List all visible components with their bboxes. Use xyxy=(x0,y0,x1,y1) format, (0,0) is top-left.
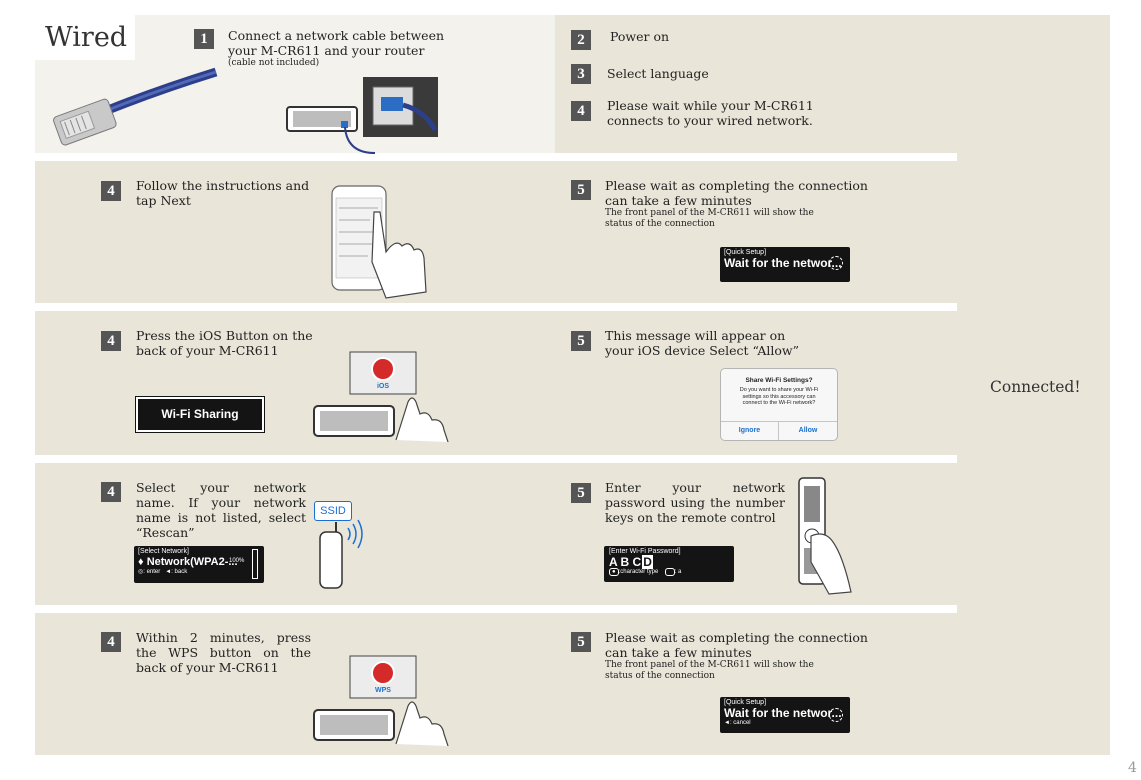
row-separator xyxy=(35,153,957,161)
row-separator xyxy=(35,455,957,463)
allow-button[interactable]: Allow xyxy=(798,427,818,434)
lcd-main: Wait for the networ... xyxy=(724,706,842,720)
lcd-main: Wait for the networ... xyxy=(724,256,842,270)
page-number: 4 xyxy=(1128,760,1137,776)
lcd-enter-hint: : enter xyxy=(143,569,161,575)
row5-left-text: Within 2 minutes, press the WPS button o… xyxy=(136,630,311,675)
password-cursor: D xyxy=(642,555,653,569)
step-number: 4 xyxy=(101,482,121,502)
step-number: 5 xyxy=(571,483,591,503)
signal-percent: 100% xyxy=(229,558,245,564)
dialog-title: Share Wi-Fi Settings? xyxy=(745,377,813,384)
step-number: 5 xyxy=(571,180,591,200)
spinner-icon xyxy=(829,256,843,270)
enter-knob-icon: ◎ xyxy=(138,569,144,575)
step-text: Please wait as completing the connection… xyxy=(605,630,868,660)
dialog-button-row: Ignore Allow xyxy=(721,421,837,440)
row4-right-text: Enter your network password using the nu… xyxy=(605,480,785,525)
wired-step4-text: Please wait while your M-CR611 connects … xyxy=(607,98,814,128)
scrollbar xyxy=(252,549,258,579)
step-text: Connect a network cable between your M-C… xyxy=(228,28,445,58)
key-icon: ● xyxy=(609,568,619,576)
step-note: The front panel of the M-CR611 will show… xyxy=(605,660,814,681)
lcd-main: ♦ Network(WPA2-... xyxy=(138,556,260,569)
router-wifi-icon xyxy=(319,519,363,589)
lcd-back-hint: ◄: back xyxy=(165,569,188,575)
row-separator xyxy=(35,303,957,311)
mode-hint: : a xyxy=(674,569,682,575)
button-label: Wi-Fi Sharing xyxy=(161,407,239,421)
dialog-body: Do you want to share your Wi-Fi settings… xyxy=(739,387,819,406)
ios-button-illustration: iOS xyxy=(313,351,449,442)
wps-button-illustration: WPS xyxy=(313,655,449,746)
step-number: 4 xyxy=(101,181,121,201)
step-number: 4 xyxy=(571,101,591,121)
svg-text:iOS: iOS xyxy=(377,383,389,390)
ignore-button[interactable]: Ignore xyxy=(721,422,779,440)
char-type-hint: :character type xyxy=(618,569,659,575)
step-number: 2 xyxy=(571,30,591,50)
step-number: 3 xyxy=(571,64,591,84)
wired-title: Wired xyxy=(45,22,128,53)
phone-tap-illustration xyxy=(331,185,427,299)
step-note: The front panel of the M-CR611 will show… xyxy=(605,208,814,229)
front-panel-display: [Quick Setup] Wait for the networ... xyxy=(720,247,850,282)
step-text: Please wait as completing the connection… xyxy=(605,178,868,208)
share-wifi-dialog: Share Wi-Fi Settings? Do you want to sha… xyxy=(720,368,838,441)
wired-title-box xyxy=(35,15,135,60)
row3-right-text: This message will appear on your iOS dev… xyxy=(605,328,799,358)
lcd-header: [Quick Setup] xyxy=(724,249,767,256)
network-icon: ♦ xyxy=(138,556,144,568)
device-router-illustration xyxy=(286,77,438,154)
lcd-header: [Select Network] xyxy=(138,548,189,555)
step-number: 1 xyxy=(194,29,214,49)
wifi-sharing-button[interactable]: Wi-Fi Sharing xyxy=(135,396,265,433)
password-chars: A B C xyxy=(609,555,642,569)
row2-left-text: Follow the instructions and tap Next xyxy=(136,178,310,208)
step-number: 5 xyxy=(571,632,591,652)
step-number: 4 xyxy=(101,331,121,351)
ssid-label: SSID xyxy=(314,501,352,521)
lcd-header: [Quick Setup] xyxy=(724,699,767,706)
row4-left-text: Select your network name. If your networ… xyxy=(136,480,306,540)
wired-step1-text: Connect a network cable between your M-C… xyxy=(228,28,448,69)
row3-left-text: Press the iOS Button on the back of your… xyxy=(136,328,313,358)
lcd-hints: ●:character type : a xyxy=(609,568,729,576)
remote-control-icon xyxy=(798,477,852,595)
svg-text:WPS: WPS xyxy=(375,687,391,694)
row2-right-text: Please wait as completing the connection… xyxy=(605,178,880,230)
lcd-network: Network(WPA2-... xyxy=(146,556,238,568)
wired-step3-text: Select language xyxy=(607,66,709,81)
step-number: 5 xyxy=(571,331,591,351)
lcd-hints: ◎: enter ◄: back xyxy=(138,569,260,576)
step-note: (cable not included) xyxy=(228,58,320,68)
lcd-cancel-hint: ◄: cancel xyxy=(724,720,751,726)
key-icon xyxy=(664,568,675,576)
wired-step2-text: Power on xyxy=(610,29,670,44)
row5-right-text: Please wait as completing the connection… xyxy=(605,630,880,682)
connected-label: Connected! xyxy=(990,378,1081,396)
row-separator xyxy=(35,605,957,613)
spinner-icon xyxy=(829,708,843,722)
lcd-header: [Enter Wi-Fi Password] xyxy=(609,548,681,555)
network-select-display: [Select Network] ♦ Network(WPA2-... ◎: e… xyxy=(134,546,264,583)
ethernet-cable-icon xyxy=(53,67,218,146)
step-number: 4 xyxy=(101,632,121,652)
front-panel-display: [Quick Setup] Wait for the networ... ◄: … xyxy=(720,697,850,733)
